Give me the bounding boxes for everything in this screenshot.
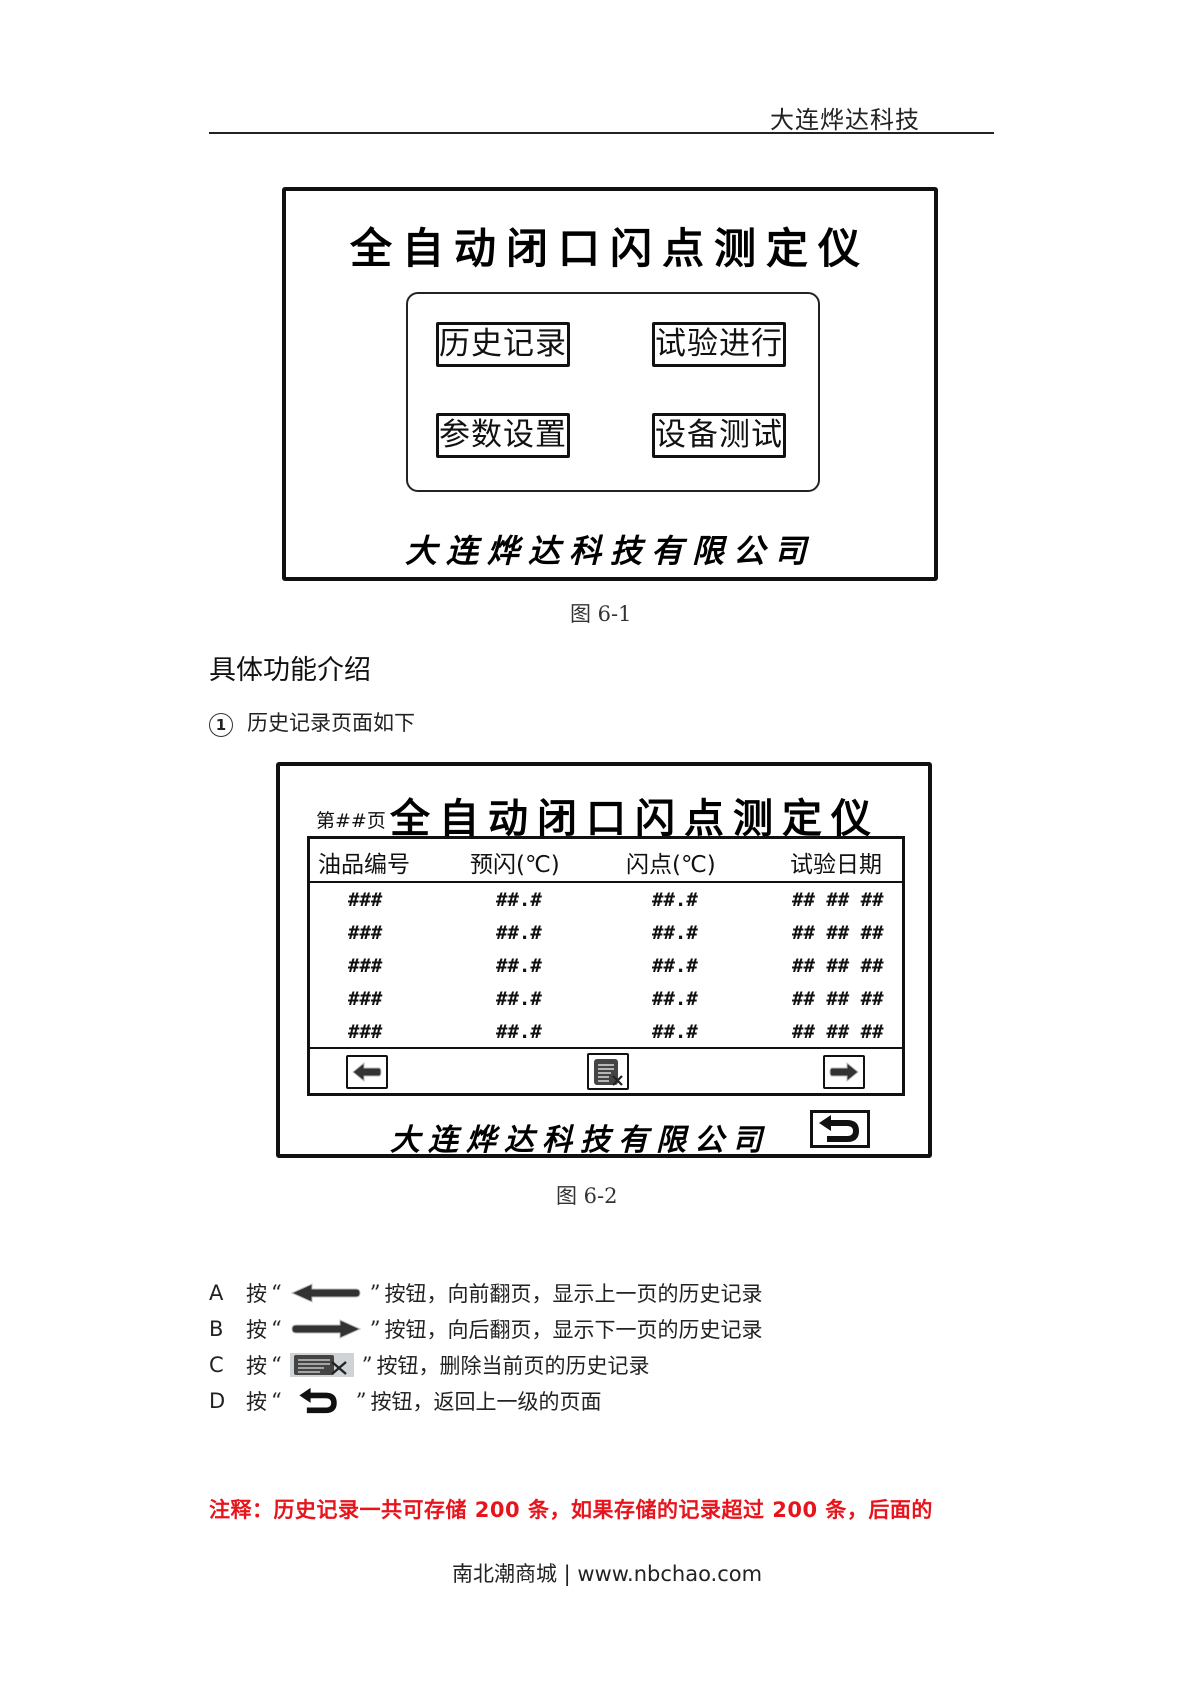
instruction-item: D 按 “ ” 按钮，返回上一级的页面 — [209, 1386, 602, 1416]
back-button[interactable] — [810, 1110, 870, 1148]
figure-caption: 图 6-1 — [570, 602, 632, 626]
column-header: 预闪(℃) — [470, 852, 560, 878]
arrow-left-icon — [290, 1283, 362, 1303]
cell-flashpoint: ##.# — [652, 1021, 698, 1043]
cell-flashpoint: ##.# — [652, 955, 698, 977]
item-text: 历史记录页面如下 — [247, 711, 415, 735]
footer-site: 南北潮商城 | www.nbchao.com — [452, 1562, 763, 1586]
delete-page-button[interactable] — [587, 1053, 629, 1090]
open-quote: “ — [271, 1281, 282, 1305]
company-name: 大连烨达科技有限公司 — [390, 1123, 770, 1158]
device-title: 全自动闭口闪点测定仪 — [349, 224, 870, 273]
instruction-prefix: 按 — [246, 1390, 267, 1414]
cell-flashpoint: ##.# — [652, 889, 698, 911]
item-number: 1 — [209, 712, 233, 737]
close-quote: ” — [369, 1281, 381, 1305]
instruction-text: 按钮，删除当前页的历史记录 — [376, 1354, 650, 1378]
cell-date: ## ## ## — [792, 1021, 884, 1043]
header-company: 大连烨达科技 — [770, 106, 920, 134]
storage-note: 注释：历史记录一共可存储 200 条，如果存储的记录超过 200 条，后面的 — [209, 1498, 933, 1522]
item-intro: 1 历史记录页面如下 — [209, 707, 415, 737]
menu-panel: 历史记录 试验进行 参数设置 设备测试 — [406, 292, 820, 492]
cell-oil-id: ### — [348, 922, 383, 944]
instruction-item: C 按 “ ” 按钮，删除当前页的历史记录 — [209, 1350, 650, 1380]
cell-date: ## ## ## — [792, 889, 884, 911]
arrow-left-icon — [352, 1061, 382, 1083]
cell-flashpoint: ##.# — [652, 988, 698, 1010]
cell-preflash: ##.# — [496, 955, 542, 977]
cell-oil-id: ### — [348, 1021, 383, 1043]
instruction-item: A 按 “ ” 按钮，向前翻页，显示上一页的历史记录 — [209, 1278, 763, 1308]
instruction-text: 按钮，向后翻页，显示下一页的历史记录 — [384, 1318, 763, 1342]
history-table: 油品编号 预闪(℃) 闪点(℃) 试验日期 ### ##.# ##.# ## #… — [307, 836, 905, 1096]
header-divider — [209, 132, 994, 134]
instruction-prefix: 按 — [246, 1282, 267, 1306]
table-row: ### ##.# ##.# ## ## ## — [310, 885, 902, 918]
device-test-button[interactable]: 设备测试 — [652, 413, 786, 458]
device-title: 全自动闭口闪点测定仪 — [390, 795, 880, 842]
instruction-prefix: 按 — [246, 1318, 267, 1342]
cell-preflash: ##.# — [496, 922, 542, 944]
instruction-letter: A — [209, 1281, 224, 1305]
arrow-right-icon — [290, 1319, 362, 1339]
cell-date: ## ## ## — [792, 922, 884, 944]
instruction-item: B 按 “ ” 按钮，向后翻页，显示下一页的历史记录 — [209, 1314, 763, 1344]
instruction-text: 按钮，向前翻页，显示上一页的历史记录 — [384, 1282, 763, 1306]
page-number-label: 第##页 — [316, 810, 386, 832]
instruction-text: 按钮，返回上一级的页面 — [370, 1390, 602, 1414]
column-header: 油品编号 — [318, 852, 410, 878]
arrow-right-icon — [829, 1061, 859, 1083]
instruction-letter: B — [209, 1317, 224, 1341]
cell-oil-id: ### — [348, 955, 383, 977]
column-header: 试验日期 — [790, 852, 882, 878]
cell-flashpoint: ##.# — [652, 922, 698, 944]
table-row: ### ##.# ##.# ## ## ## — [310, 984, 902, 1017]
instruction-letter: D — [209, 1389, 226, 1413]
table-row: ### ##.# ##.# ## ## ## — [310, 918, 902, 951]
cell-preflash: ##.# — [496, 1021, 542, 1043]
instruction-letter: C — [209, 1353, 224, 1377]
open-quote: “ — [271, 1353, 282, 1377]
parameter-settings-button[interactable]: 参数设置 — [436, 413, 570, 458]
section-title: 具体功能介绍 — [209, 655, 371, 686]
cell-oil-id: ### — [348, 988, 383, 1010]
open-quote: “ — [271, 1389, 282, 1413]
instruction-prefix: 按 — [246, 1354, 267, 1378]
delete-list-icon — [289, 1353, 354, 1377]
history-button[interactable]: 历史记录 — [436, 322, 570, 367]
table-nav-bar — [310, 1047, 902, 1093]
next-page-button[interactable] — [823, 1055, 865, 1089]
table-row: ### ##.# ##.# ## ## ## — [310, 951, 902, 984]
open-quote: “ — [271, 1317, 282, 1341]
cell-date: ## ## ## — [792, 955, 884, 977]
cell-oil-id: ### — [348, 889, 383, 911]
close-quote: ” — [361, 1353, 373, 1377]
run-test-button[interactable]: 试验进行 — [652, 322, 786, 367]
main-menu-screen: 全自动闭口闪点测定仪 历史记录 试验进行 参数设置 设备测试 大连烨达科技有限公… — [282, 187, 938, 581]
cell-preflash: ##.# — [496, 988, 542, 1010]
history-screen: 第##页 全自动闭口闪点测定仪 油品编号 预闪(℃) 闪点(℃) 试验日期 ##… — [276, 762, 932, 1158]
table-header: 油品编号 预闪(℃) 闪点(℃) 试验日期 — [310, 839, 902, 883]
column-header: 闪点(℃) — [626, 852, 716, 878]
close-quote: ” — [355, 1389, 367, 1413]
return-icon — [819, 1115, 859, 1142]
table-row: ### ##.# ##.# ## ## ## — [310, 1017, 902, 1050]
close-quote: ” — [369, 1317, 381, 1341]
company-name: 大连烨达科技有限公司 — [404, 532, 815, 570]
prev-page-button[interactable] — [346, 1055, 388, 1089]
figure-caption: 图 6-2 — [556, 1184, 618, 1208]
cell-date: ## ## ## — [792, 988, 884, 1010]
delete-list-icon — [594, 1058, 623, 1086]
cell-preflash: ##.# — [496, 889, 542, 911]
return-icon — [290, 1387, 348, 1415]
